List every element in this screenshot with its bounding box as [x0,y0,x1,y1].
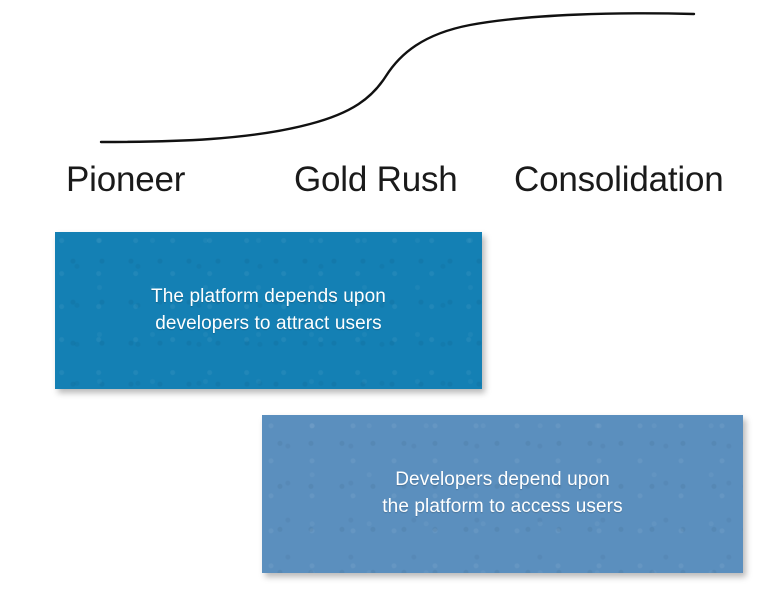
callout-developers-text: Developers depend upon the platform to a… [368,467,636,521]
stage-label-gold-rush: Gold Rush [294,160,458,199]
callout-platform-line-2: developers to attract users [155,312,382,334]
adoption-s-curve [0,0,779,160]
callout-platform-text: The platform depends upon developers to … [137,284,400,338]
callout-developers-depend-on-platform: Developers depend upon the platform to a… [262,415,743,573]
stage-label-pioneer: Pioneer [66,160,186,199]
callout-developers-line-1: Developers depend upon [395,469,610,491]
s-curve-path [99,12,696,144]
callout-platform-depends-on-developers: The platform depends upon developers to … [55,232,482,389]
callout-developers-line-2: the platform to access users [382,496,623,517]
callout-platform-line-1: The platform depends upon [151,285,386,307]
stage-label-consolidation: Consolidation [514,160,724,199]
